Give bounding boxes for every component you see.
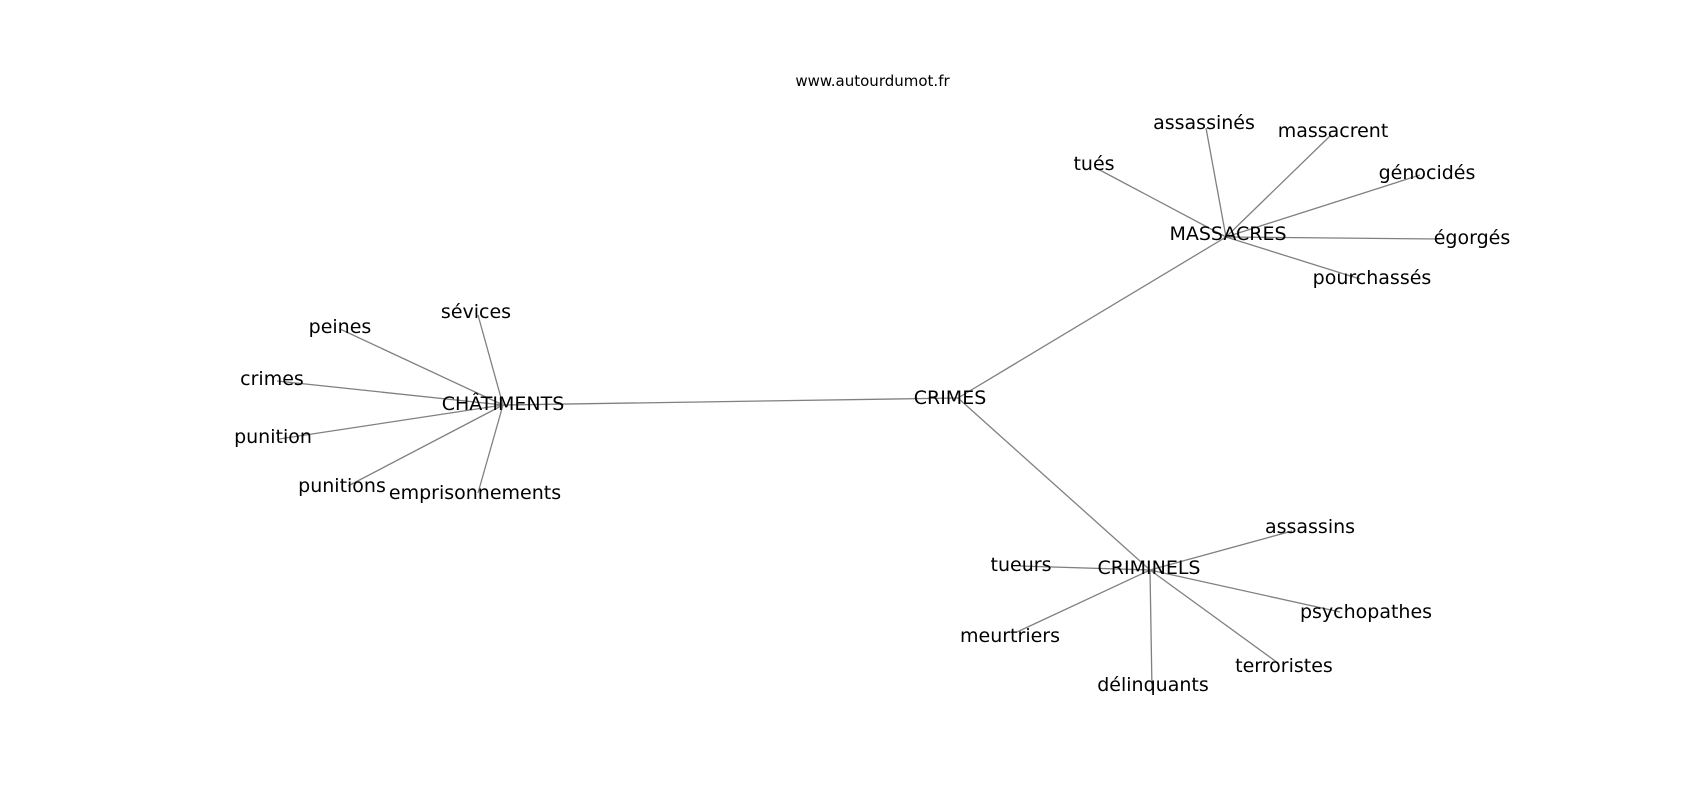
- leaf-word-node[interactable]: emprisonnements: [389, 482, 561, 504]
- leaf-word-node[interactable]: meurtriers: [960, 625, 1060, 647]
- edge-branch-to-leaf: [1225, 236, 1361, 280]
- edge-branch-to-leaf: [339, 328, 504, 406]
- leaf-word-node[interactable]: punition: [234, 426, 312, 448]
- edge-branch-to-leaf: [1149, 569, 1153, 691]
- edge-branch-to-leaf: [477, 314, 504, 406]
- edge-root-to-branch: [957, 236, 1227, 399]
- leaf-word-node[interactable]: punitions: [298, 475, 386, 497]
- edge-root-to-branch: [957, 397, 1151, 571]
- leaf-word-node[interactable]: assassinés: [1153, 112, 1255, 134]
- branch-word-node[interactable]: CRIMINELS: [1098, 557, 1201, 579]
- leaf-word-node[interactable]: assassins: [1265, 516, 1355, 538]
- edge-branch-to-leaf: [1016, 569, 1151, 633]
- edge-branch-to-leaf: [1225, 236, 1441, 240]
- leaf-word-node[interactable]: crimes: [240, 368, 304, 390]
- edge-branch-to-leaf: [278, 404, 504, 440]
- branch-word-node[interactable]: MASSACRES: [1169, 223, 1286, 245]
- edge-branch-to-leaf: [1095, 167, 1227, 238]
- edge-branch-to-leaf: [1205, 127, 1227, 238]
- root-word-node[interactable]: CRIMES: [914, 387, 987, 409]
- edge-branch-to-leaf: [1225, 135, 1331, 238]
- edge-branch-to-leaf: [1149, 530, 1293, 571]
- leaf-word-node[interactable]: égorgés: [1434, 227, 1511, 249]
- edge-branch-to-leaf: [1149, 569, 1279, 664]
- edge-branch-to-leaf: [477, 404, 504, 494]
- leaf-word-node[interactable]: terroristes: [1235, 655, 1333, 677]
- edge-branch-to-leaf: [1149, 569, 1341, 613]
- edge-branch-to-leaf: [1225, 174, 1421, 238]
- leaf-word-node[interactable]: tueurs: [991, 554, 1052, 576]
- edge-branch-to-leaf: [1019, 565, 1151, 571]
- leaf-word-node[interactable]: peines: [309, 316, 372, 338]
- branch-word-node[interactable]: CHÂTIMENTS: [442, 392, 565, 415]
- leaf-word-node[interactable]: délinquants: [1097, 674, 1209, 696]
- graph-labels: CRIMES CHÂTIMENTS sévices peines crimes punit…: [234, 112, 1510, 696]
- edge-root-to-branch: [502, 397, 959, 406]
- leaf-word-node[interactable]: psychopathes: [1300, 601, 1432, 623]
- site-caption: www.autourdumot.fr: [795, 72, 950, 90]
- leaf-word-node[interactable]: tués: [1073, 153, 1114, 175]
- edge-branch-to-leaf: [347, 404, 504, 487]
- graph-edges: [276, 127, 1441, 691]
- leaf-word-node[interactable]: génocidés: [1379, 162, 1476, 184]
- leaf-word-node[interactable]: sévices: [441, 301, 511, 323]
- leaf-word-node[interactable]: massacrent: [1278, 120, 1389, 142]
- edge-branch-to-leaf: [276, 380, 504, 406]
- leaf-word-node[interactable]: pourchassés: [1313, 267, 1432, 289]
